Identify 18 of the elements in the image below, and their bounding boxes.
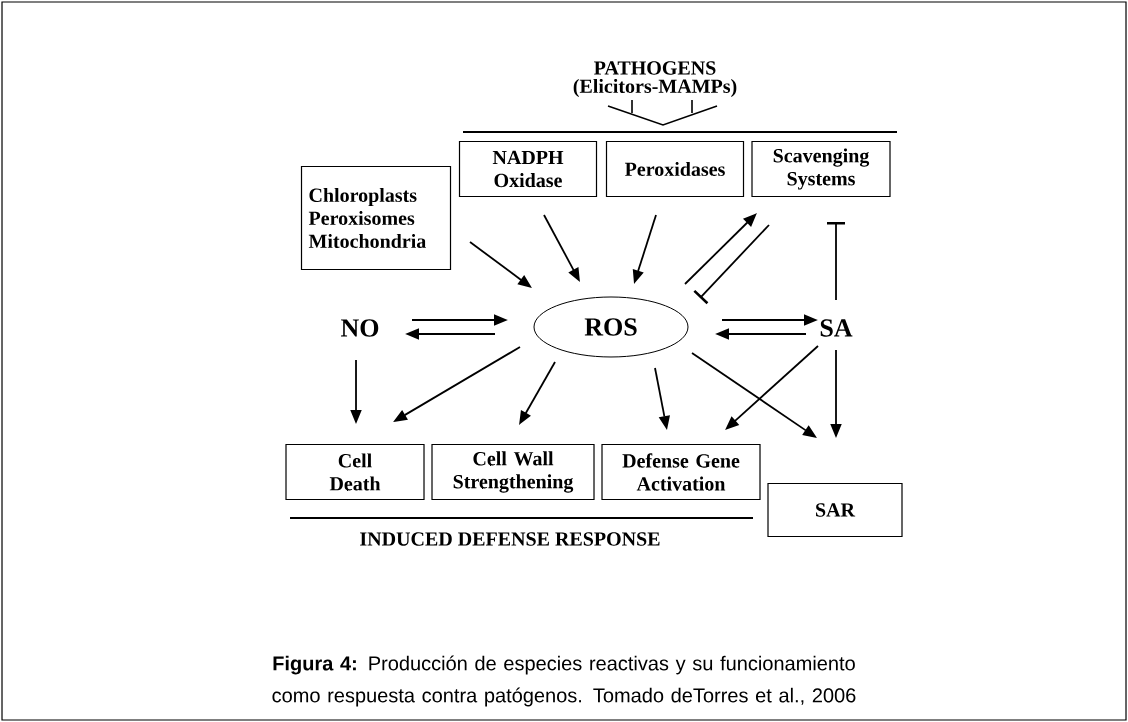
caption: Figura 4: Producción de especies reactivas y su funcionamiento como respuesta contra patógenos. Tomado deTorres et al., 2006 (272, 655, 856, 707)
process-box: Cell Death (285, 443, 425, 501)
group-label: INDUCED DEFENSE RESPONSE (360, 532, 660, 546)
process-box: NADPH Oxidase (458, 140, 598, 198)
arrow (684, 213, 757, 285)
process-box: Peroxidases (605, 140, 745, 198)
heading: PATHOGENS (594, 61, 716, 75)
process-box: Chloroplasts Peroxisomes Mitochondria (300, 165, 452, 271)
process-box: Scavenging Systems (751, 140, 891, 198)
node-label: SA (820, 319, 853, 337)
ellipse-node: ROS (533, 296, 689, 358)
inhibition-line (827, 222, 845, 301)
process-box: Defense Gene Activation (601, 443, 761, 501)
process-box: Cell Wall Strengthening (431, 443, 595, 501)
arrow (725, 345, 819, 430)
process-box: SAR (767, 482, 903, 538)
node-label: NO (341, 319, 379, 337)
heading: (Elicitors-MAMPs) (573, 78, 737, 98)
